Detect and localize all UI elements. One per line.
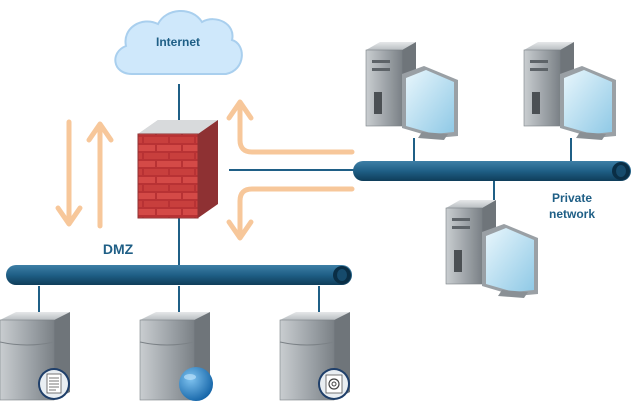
- internet-cloud-icon: Internet: [114, 10, 243, 75]
- web-server-icon: [139, 312, 213, 401]
- mail-server-icon: [0, 312, 70, 401]
- workstation-icon: [365, 42, 458, 140]
- dmz-bus: [6, 265, 352, 285]
- arrow-internet-to-private-icon: [226, 186, 355, 241]
- traffic-arrows: [55, 99, 355, 241]
- private-network-label-line1: Private: [552, 191, 592, 205]
- email-server-icon: [279, 312, 350, 401]
- dmz-label: DMZ: [103, 241, 134, 257]
- private-network-label-line2: network: [549, 207, 595, 221]
- arrow-private-to-internet-icon: [226, 99, 355, 155]
- firewall-icon: [137, 120, 218, 219]
- workstation-icon: [523, 42, 616, 140]
- globe-icon: [179, 367, 213, 401]
- private-bus: [353, 161, 631, 181]
- arrow-up-icon: [86, 121, 114, 229]
- internet-label: Internet: [156, 35, 200, 49]
- arrow-down-icon: [55, 119, 83, 227]
- workstation-icon: [445, 200, 538, 298]
